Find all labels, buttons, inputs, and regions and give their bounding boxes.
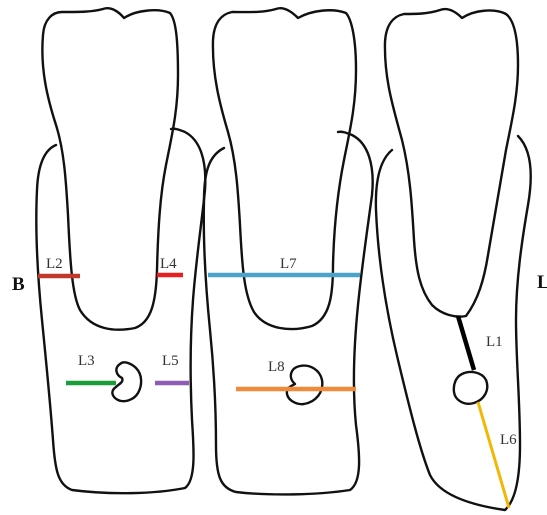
tooth-right-canal [454,372,487,404]
tooth-middle-crown [213,8,356,329]
tooth-left-crown [42,8,178,329]
measure-l6-line [478,402,509,508]
tooth-left-root [36,129,205,493]
tooth-right-crown [385,9,518,316]
side-label-right: L [537,272,547,293]
measure-l7-label: L7 [280,256,297,272]
measure-l1-label: L1 [486,334,503,350]
tooth-middle: L7 L8 [204,8,373,494]
measure-l1-line [458,316,474,370]
measure-l8-label: L8 [268,359,285,375]
tooth-left: L2 L4 L3 L5 [36,8,205,493]
tooth-middle-root [204,132,373,495]
measure-l4-label: L4 [160,256,177,272]
tooth-right: L1 L6 [376,9,531,510]
measure-l5-label: L5 [162,353,179,369]
measure-l6-label: L6 [500,432,517,448]
measure-l3-label: L3 [78,353,95,369]
tooth-left-canal [112,362,141,401]
measure-l2-label: L2 [46,256,63,272]
side-label-left: B [12,274,25,295]
tooth-middle-canal [287,366,322,405]
tooth-right-root [376,136,531,510]
